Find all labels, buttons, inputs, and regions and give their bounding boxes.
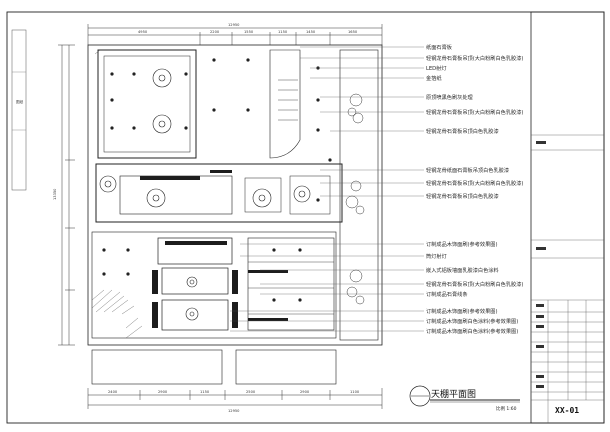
annotation-14: 轻钢龙骨石膏板吊顶(大白粉刷白色乳胶漆) <box>426 280 523 288</box>
title-block: XX-01 <box>530 11 605 424</box>
annotation-10: 轻钢龙骨石膏板吊顶白色乳胶漆 <box>426 192 499 200</box>
downlights <box>102 58 332 302</box>
drawing-title-marker <box>409 385 520 407</box>
annotation-11: 订制成品木饰面刷(参考效果图) <box>426 240 498 248</box>
leader-lines <box>230 46 424 332</box>
binding-strip: 图纸 <box>11 29 27 191</box>
bottom-dim-6: 1100 <box>350 390 360 394</box>
annotation-3: LED射灯 <box>426 64 447 72</box>
annotation-17: 订制成品木饰面刷白色涂料(参考效果图) <box>426 317 518 325</box>
annotation-12: 筒灯射灯 <box>426 252 447 260</box>
annotation-9: 轻钢龙骨石膏板吊顶(大白粉刷白色乳胶漆) <box>426 179 523 187</box>
top-dim-1: 4950 <box>138 30 148 34</box>
drawing-number: XX-01 <box>555 406 579 415</box>
bottom-dim-2: 2900 <box>158 390 168 394</box>
sheet-border <box>6 11 605 424</box>
drawing-scale: 比例 1:60 <box>496 405 517 412</box>
annotation-6: 轻钢龙骨石膏板吊顶(大白粉刷白色乳胶漆) <box>426 108 523 116</box>
hatch-area <box>91 49 143 339</box>
annotation-4: 金箔纸 <box>426 74 442 82</box>
annotation-13: 嵌入式铝板墙面乳胶漆白色涂料 <box>426 266 499 274</box>
top-total-dim: 12950 <box>228 23 240 27</box>
annotation-1: 纸面石膏板 <box>426 43 453 51</box>
annotation-16: 订制成品木饰面刷(参考效果图) <box>426 307 498 315</box>
annotation-8: 轻钢龙骨纸面石膏板吊顶白色乳胶漆 <box>426 166 509 174</box>
annotation-2: 轻钢龙骨石膏板吊顶(大白粉刷白色乳胶漆) <box>426 54 523 62</box>
top-dim-3: 1550 <box>244 30 254 34</box>
light-fixtures <box>99 68 311 321</box>
bottom-dimensions <box>87 388 383 409</box>
left-total-dim: 13350 <box>53 188 57 200</box>
top-dim-4: 1150 <box>278 30 288 34</box>
bottom-total-dim: 12950 <box>228 409 240 413</box>
floor-plan <box>87 44 383 385</box>
title-block-cell: 图纸 <box>16 99 24 104</box>
bottom-dim-3: 1150 <box>200 390 210 394</box>
left-dimensions <box>58 44 75 346</box>
top-dimensions <box>87 24 383 45</box>
hatched-strips <box>140 170 288 328</box>
annotation-18: 订制成品木饰面刷白色涂料(参考效果图) <box>426 327 518 335</box>
top-dim-2: 2200 <box>210 30 220 34</box>
annotation-7: 轻钢龙骨石膏板吊顶白色乳胶漆 <box>426 127 499 135</box>
bottom-dim-1: 2400 <box>108 390 118 394</box>
annotation-15: 订制成品石膏线条 <box>426 290 468 298</box>
bottom-dim-4: 2500 <box>246 390 256 394</box>
top-dim-5: 1450 <box>306 30 316 34</box>
floral-motifs <box>345 93 365 305</box>
bottom-dim-5: 2900 <box>300 390 310 394</box>
top-dim-6: 1650 <box>348 30 358 34</box>
annotation-5: 原顶喷黑色刷灰处理 <box>426 93 474 101</box>
drawing-title: 天棚平面图 <box>431 388 476 400</box>
